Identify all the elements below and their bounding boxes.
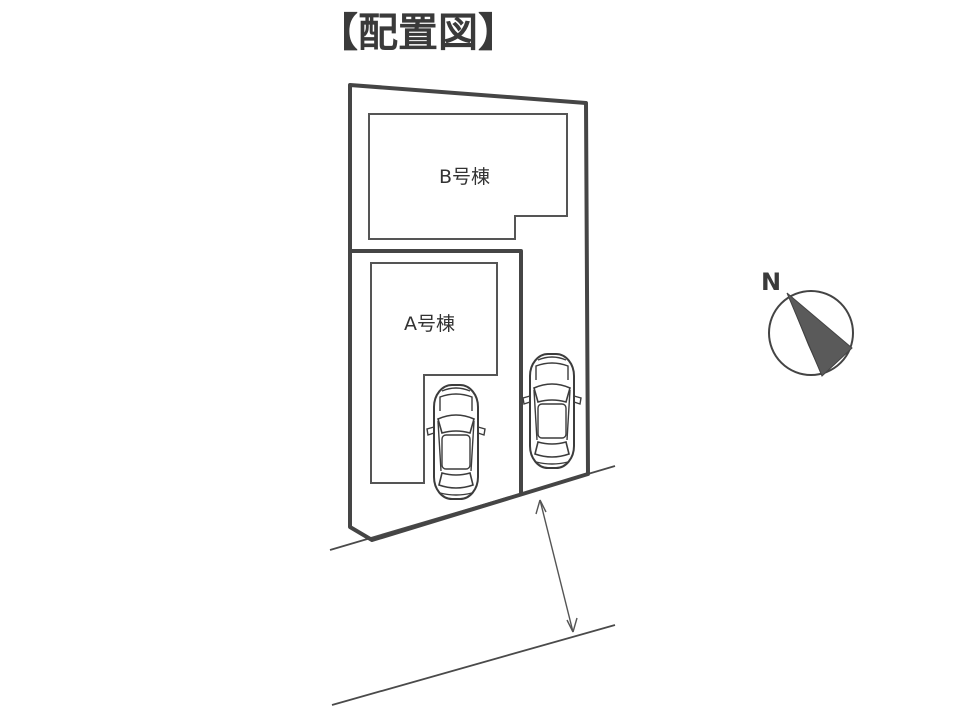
building-a-footprint xyxy=(370,262,498,484)
building-b-footprint xyxy=(368,113,568,240)
north-label: N xyxy=(761,268,781,296)
lot-division-line xyxy=(350,249,523,494)
car-icon xyxy=(426,384,486,500)
building-a-label: A号棟 xyxy=(404,313,455,335)
road-edge-far xyxy=(331,624,616,706)
building-b-label: B号棟 xyxy=(439,166,490,188)
compass-needle-shade xyxy=(787,293,822,376)
road-width-dimension xyxy=(539,499,574,633)
diagram-title: 【配置図】 xyxy=(318,10,518,56)
dimension-arrowhead-top xyxy=(535,499,547,515)
dimension-arrowhead-bottom xyxy=(566,617,578,633)
car-icon xyxy=(522,353,582,469)
road xyxy=(329,465,616,706)
site-boundary xyxy=(348,83,590,542)
north-arrow-icon: N xyxy=(761,268,854,377)
